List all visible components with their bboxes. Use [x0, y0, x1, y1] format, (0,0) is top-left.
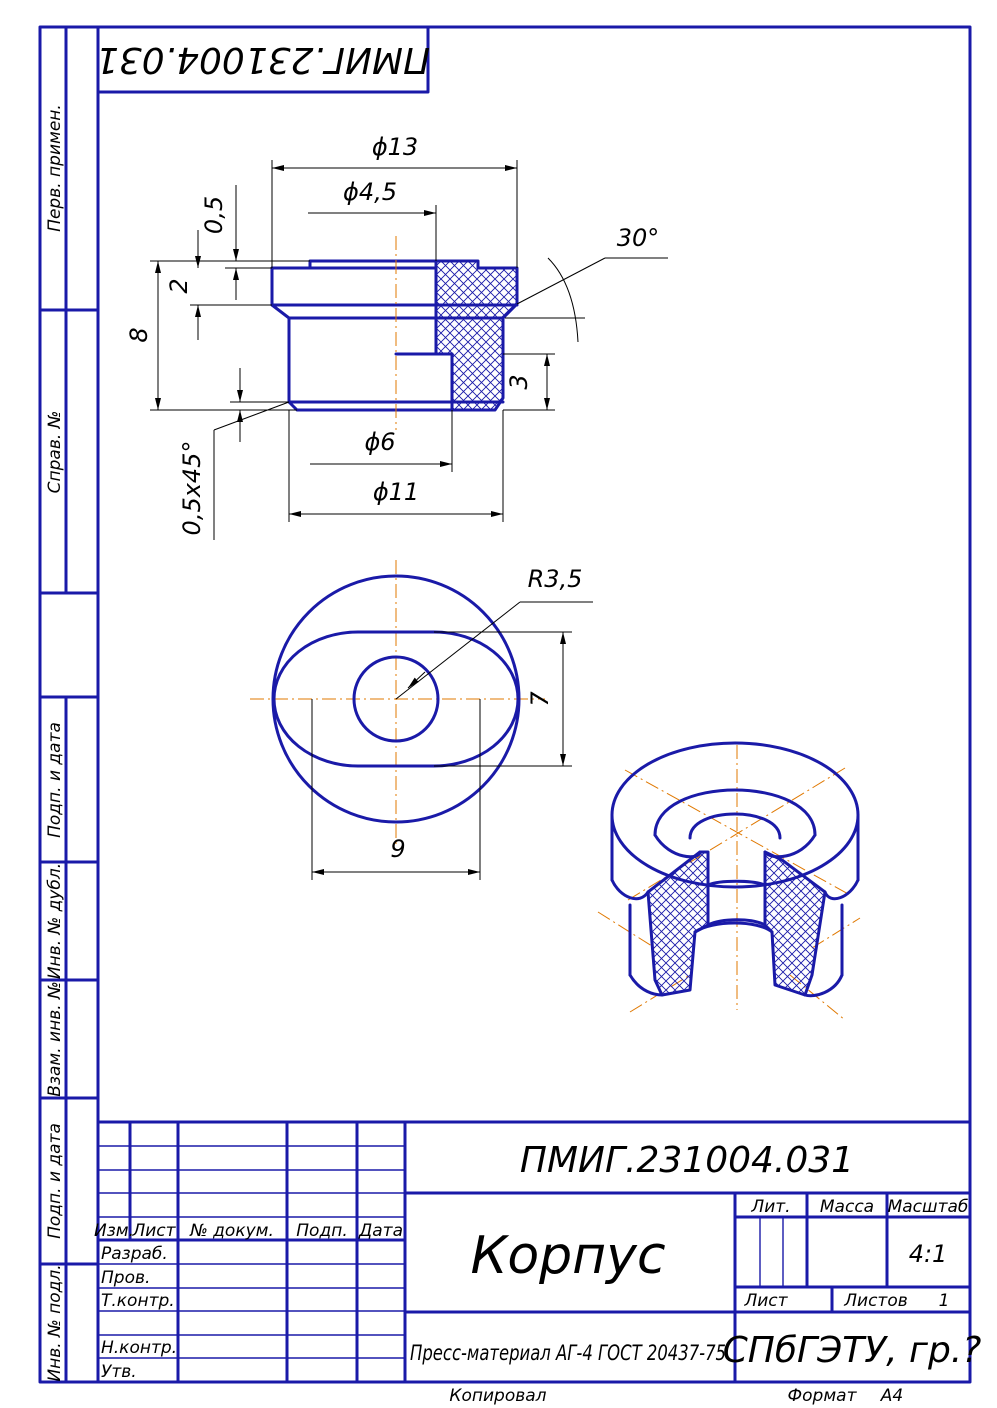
label-list: Лист	[743, 1291, 788, 1311]
header-list: Лист	[131, 1221, 176, 1241]
label-podp-data-1: Подп. и дата	[45, 722, 65, 838]
part-name: Корпус	[470, 1226, 665, 1286]
document-code: ПМИГ.231004.031	[520, 1140, 854, 1181]
footer-kopiroval: Копировал	[449, 1386, 546, 1406]
role-nkontr: Н.контр.	[101, 1338, 177, 1358]
header-doc-no: № докум.	[189, 1221, 274, 1241]
role-prov: Пров.	[101, 1268, 150, 1288]
organization: СПбГЭТУ, гр.?	[723, 1330, 982, 1371]
label-inv-no-podl: Инв. № подл.	[45, 1264, 65, 1381]
scale-value: 4:1	[909, 1240, 948, 1268]
dim-r3-5: R3,5	[528, 565, 583, 593]
label-perv-primen: Перв. примен.	[45, 104, 65, 232]
footer-format-value: А4	[880, 1386, 903, 1406]
footer-format-label: Формат	[788, 1386, 858, 1406]
header-izm: Изм.	[94, 1221, 134, 1241]
dim-h0-5: 0,5	[200, 196, 228, 234]
label-vzam-inv-no: Взам. инв. №	[45, 981, 65, 1096]
dim-d13: ϕ13	[372, 133, 418, 161]
dim-angle-30: 30°	[617, 224, 660, 252]
document-code-rotated: ПМИГ.231004.031	[96, 39, 430, 80]
role-utv: Утв.	[101, 1362, 137, 1382]
role-tkontr: Т.контр.	[101, 1291, 175, 1311]
dim-w7: 7	[526, 691, 554, 707]
dim-h2: 2	[165, 278, 193, 293]
dim-d4-5: ϕ4,5	[343, 178, 397, 206]
dim-h8: 8	[125, 327, 153, 342]
role-razrab: Разраб.	[101, 1244, 168, 1264]
label-inv-no-dubl: Инв. № дубл.	[45, 863, 65, 979]
section-view	[270, 236, 519, 430]
dim-chamfer: 0,5x45°	[178, 441, 206, 536]
title-block	[96, 1120, 972, 1384]
dim-d11: ϕ11	[373, 478, 419, 506]
label-podp-data-2: Подп. и дата	[45, 1123, 65, 1239]
material: Пресс-материал АГ-4 ГОСТ 20437-75	[410, 1341, 726, 1365]
dim-d6: ϕ6	[364, 428, 395, 456]
dim-h3: 3	[505, 374, 533, 389]
label-sprav-no: Справ. №	[45, 411, 65, 494]
listov-value: 1	[939, 1291, 950, 1311]
label-massa: Масса	[820, 1197, 874, 1217]
label-lit: Лит.	[750, 1197, 790, 1217]
label-listov: Листов	[843, 1291, 908, 1311]
header-data: Дата	[358, 1221, 403, 1241]
label-masshtab: Масштаб	[888, 1197, 969, 1217]
sheet-frame	[38, 25, 972, 1384]
top-view-dimensions	[311, 601, 593, 880]
side-strip	[38, 25, 100, 1384]
top-view	[250, 560, 545, 848]
dim-w9: 9	[390, 835, 405, 863]
section-dimensions	[150, 160, 668, 540]
header-podp: Подп.	[296, 1221, 347, 1241]
isometric-view	[597, 741, 861, 1021]
